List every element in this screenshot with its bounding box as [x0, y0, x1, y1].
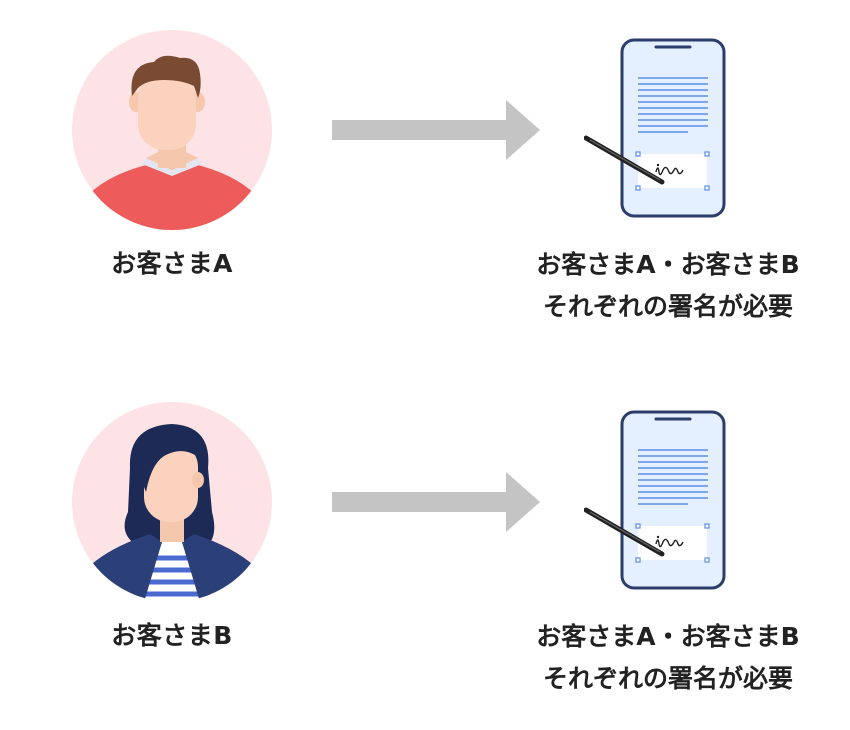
requirement-line-2: それぞれの署名が必要 [542, 292, 793, 321]
phone-signature-icon [584, 410, 728, 594]
requirement-line-2: それぞれの署名が必要 [542, 664, 793, 693]
requirement-line-1: お客さまA・お客さまB [536, 250, 800, 279]
customer-b-row: お客さまB [0, 372, 850, 712]
right-arrow-icon [330, 470, 542, 534]
man-avatar-icon [72, 30, 272, 230]
customer-label: お客さまB [111, 621, 233, 650]
right-arrow-icon [330, 98, 542, 162]
customer-a-row: お客さまA [0, 0, 850, 340]
signature-requirement-text: お客さまA・お客さまB それぞれの署名が必要 [500, 616, 836, 700]
phone-signature-icon [584, 38, 728, 222]
customer-label: お客さまA [111, 249, 233, 278]
woman-avatar-icon [72, 402, 272, 602]
signature-requirement-text: お客さまA・お客さまB それぞれの署名が必要 [500, 244, 836, 328]
requirement-line-1: お客さまA・お客さまB [536, 622, 800, 651]
